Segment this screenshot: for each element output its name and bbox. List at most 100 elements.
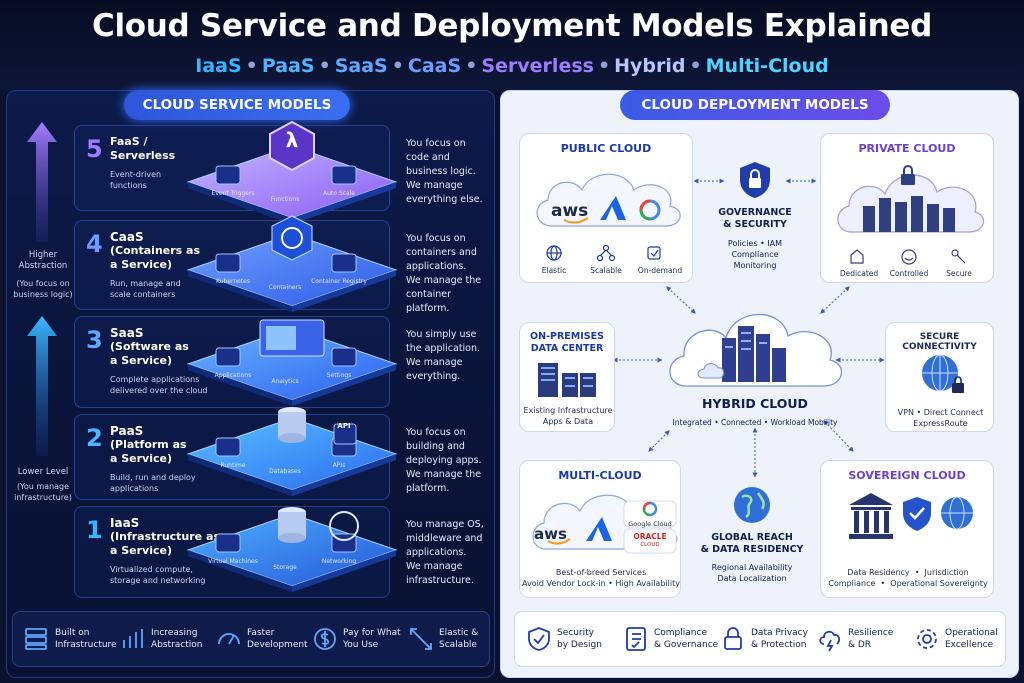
oracle-label: ORACLE xyxy=(633,532,667,541)
subtitle-term: CaaS xyxy=(407,55,462,77)
subtitle-term: Hybrid xyxy=(614,55,686,77)
multi-cloud-icon xyxy=(532,494,678,554)
aws-logo: aws xyxy=(551,201,589,221)
network-icon xyxy=(602,244,610,252)
tier-layer-slab xyxy=(186,120,398,224)
layer-caption: Event Triggers xyxy=(211,190,255,197)
dedicated-icon xyxy=(850,249,864,264)
benefit-label: Resilience& DR xyxy=(848,628,894,650)
governance-shield-icon xyxy=(740,162,770,198)
aws-logo: aws xyxy=(534,525,567,543)
layer-caption: Virtual Machines xyxy=(208,558,258,565)
benefit-item: Elastic &Scalable xyxy=(408,626,478,652)
tier-layer-slab xyxy=(186,407,398,496)
header-background xyxy=(0,0,1024,90)
server-icon xyxy=(25,628,47,650)
subtitle-term: Multi-Cloud xyxy=(705,55,829,77)
multi-cloud-card: MULTI-CLOUD aws Google Cloud ORACLE CLOU… xyxy=(519,460,681,598)
layer-caption: APIs xyxy=(332,462,346,469)
google-cloud-logo-icon xyxy=(639,199,661,221)
service-benefits-bar xyxy=(12,611,490,667)
global-reach-title: GLOBAL REACH& DATA RESIDENCY xyxy=(700,532,804,555)
checklist-icon xyxy=(626,627,646,651)
sovereign-icons xyxy=(849,493,973,539)
subtitle-term: SaaS xyxy=(334,55,388,77)
subtitle-term: IaaS xyxy=(195,55,242,77)
tier-number: 3 xyxy=(86,326,103,354)
lambda-symbol: λ xyxy=(285,128,299,152)
sovereign-cloud-card: SOVEREIGN CLOUD Data Residency • Jurisdi… xyxy=(820,460,994,598)
government-building-icon xyxy=(849,493,893,539)
governance-title: GOVERNANCE& SECURITY xyxy=(718,207,792,230)
tier-title: FaaS /Serverless xyxy=(110,135,176,162)
azure-logo-icon xyxy=(600,196,626,220)
page-title: Cloud Service and Deployment Models Expl… xyxy=(92,8,932,44)
secure-connectivity-card: SECURE CONNECTIVITY VPN • Direct Connect… xyxy=(885,322,994,432)
deployment-models-header: CLOUD DEPLOYMENT MODELS xyxy=(620,90,890,120)
connector-arrows xyxy=(612,178,885,478)
hybrid-title: HYBRID CLOUD xyxy=(702,396,808,411)
layer-caption: Databases xyxy=(269,468,301,475)
shield-check-icon xyxy=(903,497,931,531)
speedometer-icon xyxy=(218,633,240,645)
subtitle-term: • xyxy=(245,55,258,77)
key-icon xyxy=(951,249,959,257)
abstraction-arrows xyxy=(27,122,57,456)
lower-arrow-icon xyxy=(27,316,57,456)
controlled-icon xyxy=(901,249,917,265)
subtitle-term: • xyxy=(597,55,611,77)
benefit-label: Elastic &Scalable xyxy=(439,628,479,650)
on-demand-icon xyxy=(647,246,661,260)
lower-level-label: Lower Level (You manage infrastructure) xyxy=(14,467,72,502)
dollar-icon xyxy=(314,628,336,650)
tier-number: 2 xyxy=(86,424,103,452)
benefit-item: Compliance& Governance xyxy=(623,626,718,652)
subtitle-term: • xyxy=(391,55,404,77)
tier-layer-slab xyxy=(186,507,398,592)
private-cloud-icon xyxy=(837,165,985,233)
global-reach-globe-icon xyxy=(734,487,770,523)
tier-number: 4 xyxy=(86,230,103,258)
layer-caption: Settings xyxy=(326,372,352,379)
lock-icon xyxy=(724,627,742,650)
cloud-bolt-icon xyxy=(819,630,841,652)
layer-caption: Storage xyxy=(273,564,297,571)
api-label: API xyxy=(337,422,351,430)
tier-number: 5 xyxy=(86,135,103,163)
tier-layer-slab xyxy=(186,319,398,406)
expand-icon xyxy=(410,628,432,650)
benefit-label: Data Privacy& Protection xyxy=(751,628,808,650)
bar-chart-icon xyxy=(123,629,143,648)
benefit-label: Compliance& Governance xyxy=(654,628,719,650)
connectivity-lock-icon xyxy=(952,376,964,393)
connectivity-globe-icon xyxy=(922,354,964,393)
public-cloud-card: PUBLIC CLOUD aws Elastic Scalable On-dem… xyxy=(519,133,693,283)
oracle-cloud-label: CLOUD xyxy=(640,542,660,548)
gear-icon xyxy=(917,629,937,649)
datacenter-icon xyxy=(538,363,596,397)
layer-caption: Auto Scale xyxy=(323,190,355,197)
public-feature-icons xyxy=(546,244,661,262)
google-cloud-label: Google Cloud xyxy=(628,520,672,528)
